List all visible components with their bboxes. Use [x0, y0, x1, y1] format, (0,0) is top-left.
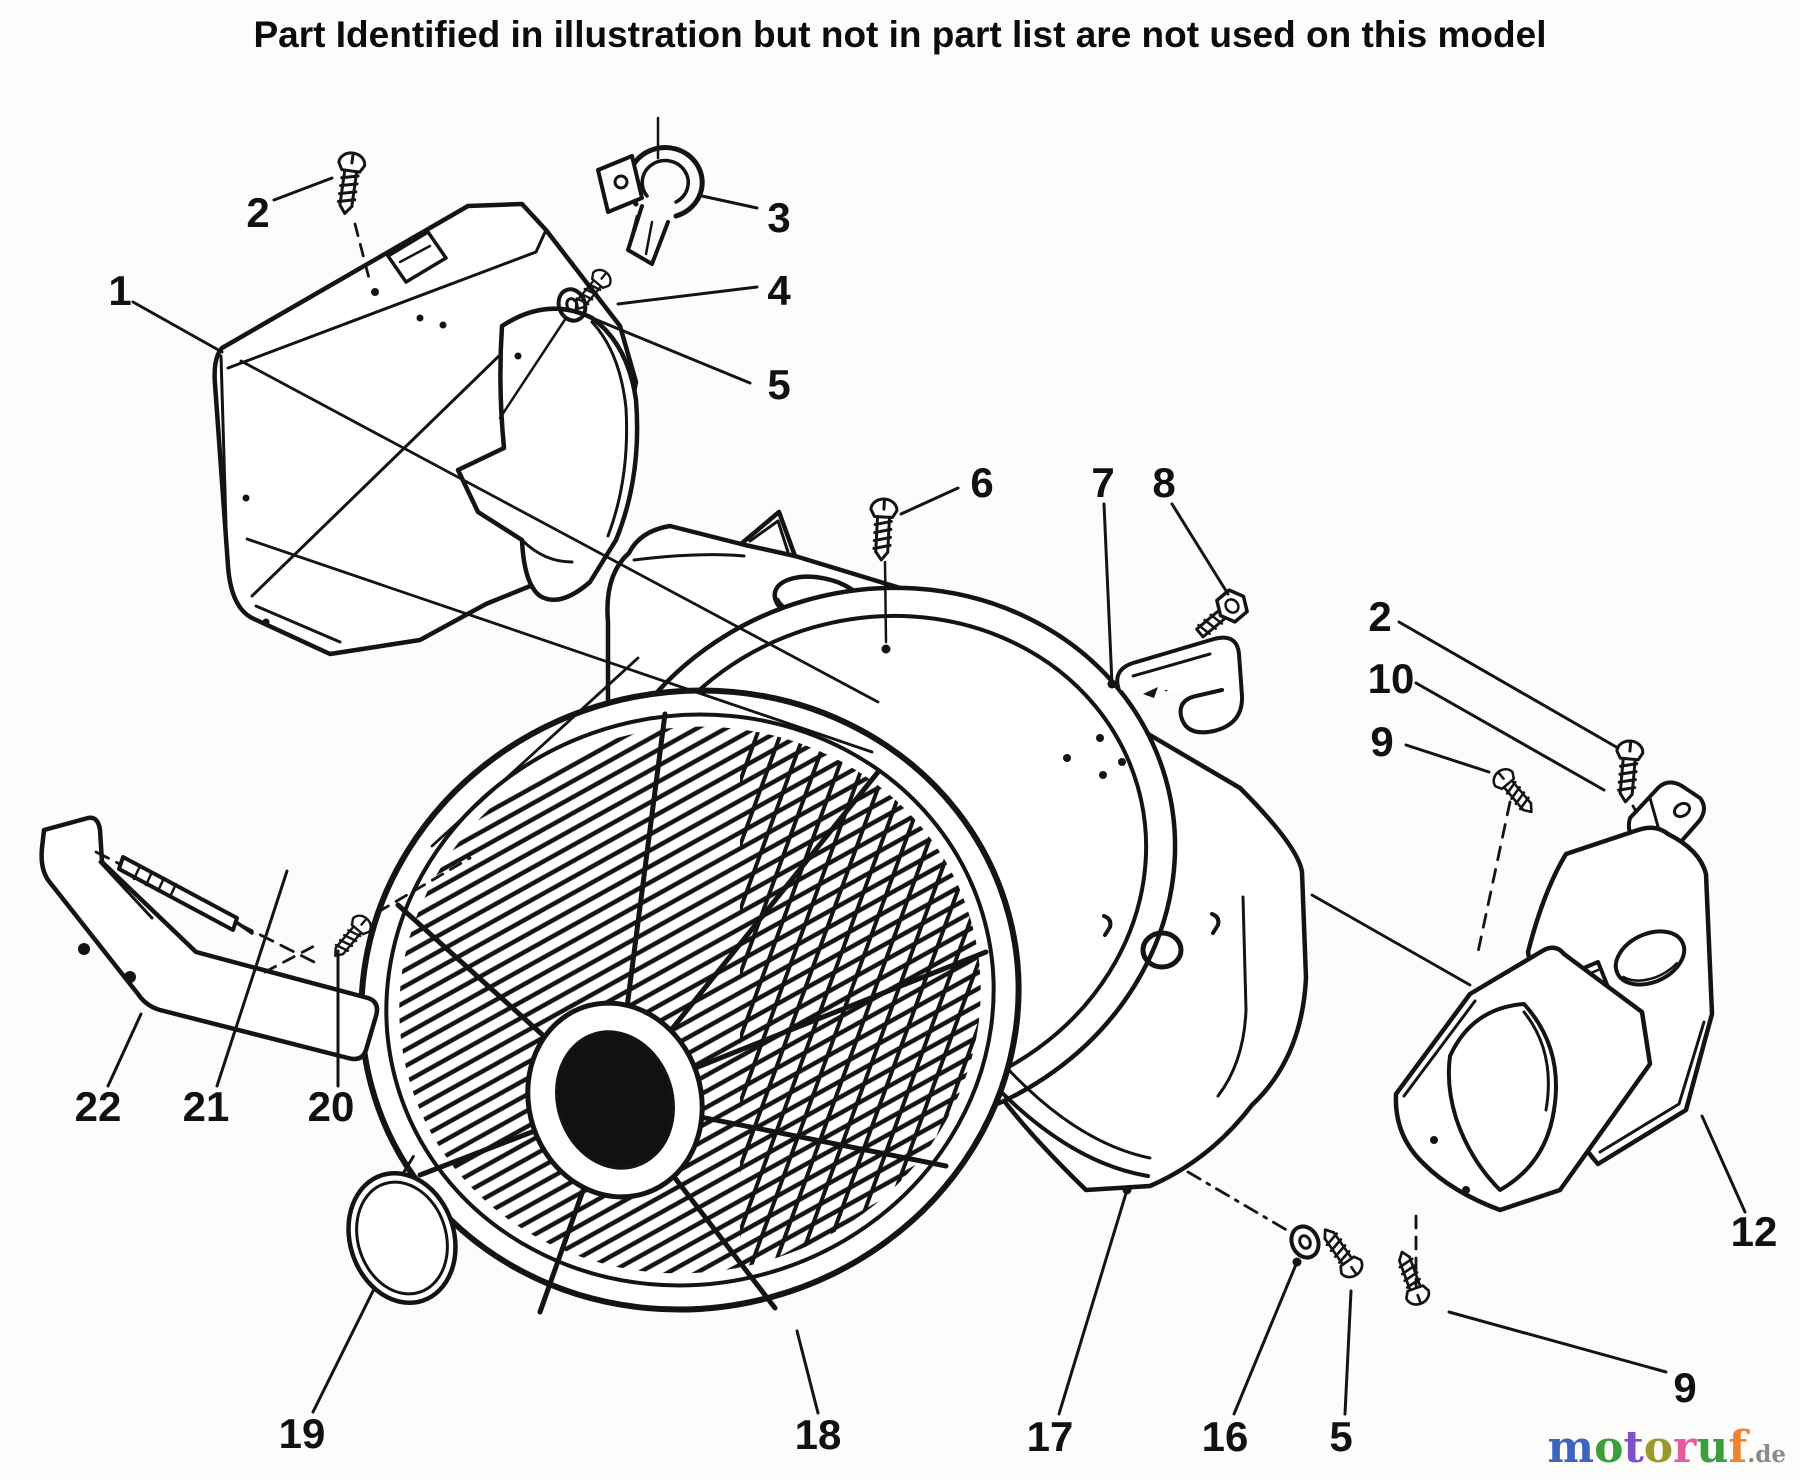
callout-leader-9	[1404, 743, 1491, 774]
part-2-screw-right	[1610, 738, 1646, 817]
callout-leader-5	[1343, 1289, 1353, 1416]
callout-leader-16	[1232, 1260, 1299, 1416]
part-19-ring	[346, 1154, 458, 1306]
part-12-lower-bracket	[1393, 945, 1653, 1288]
logo-letter: t	[1623, 1422, 1644, 1473]
part-callout-19: 19	[279, 1410, 326, 1457]
part-5-washer-top	[498, 287, 588, 420]
part-callout-9: 9	[1370, 718, 1393, 765]
callout-leader-19	[311, 1287, 376, 1414]
housing-rivet-dots	[1063, 734, 1126, 779]
callout-leader-18	[795, 1329, 820, 1415]
part-21-pin	[94, 850, 320, 966]
logo-letter: o	[1594, 1422, 1624, 1473]
part-callout-2: 2	[246, 189, 269, 236]
part-callout-4: 4	[767, 267, 791, 314]
callout-leader-10	[1414, 681, 1606, 792]
part-callout-21: 21	[183, 1083, 230, 1130]
part-7-bracket-strap	[1115, 635, 1245, 735]
logo-letter: o	[1643, 1422, 1674, 1473]
logo-word: motoruf	[1548, 1422, 1748, 1473]
part-callout-7: 7	[1091, 459, 1114, 506]
callout-leader-8	[1170, 502, 1230, 596]
logo-letter: m	[1547, 1422, 1595, 1473]
part-callout-3: 3	[767, 194, 790, 241]
callout-leader-3	[700, 194, 759, 210]
part-callout-17: 17	[1027, 1413, 1074, 1460]
part-22-bracket	[39, 815, 380, 1062]
part-1-rear-curved-panel	[455, 306, 640, 602]
part-9-screw-right	[1476, 763, 1542, 954]
alignment-lines	[239, 359, 1472, 987]
part-callout-22: 22	[75, 1083, 122, 1130]
callout-leader-4	[616, 285, 759, 306]
part-callout-1: 1	[108, 267, 131, 314]
logo-letter: r	[1673, 1422, 1697, 1473]
part-16-washer	[1186, 1170, 1321, 1260]
part-20-screw	[263, 856, 472, 974]
callout-leader-12	[1700, 1114, 1747, 1214]
callout-leader-2	[1397, 620, 1620, 750]
part-6-screw	[866, 496, 900, 654]
watermark-logo: motoruf.de	[1548, 1426, 1786, 1470]
part-callout-5: 5	[767, 361, 790, 408]
part-callout-12: 12	[1731, 1208, 1778, 1255]
part-callout-8: 8	[1152, 459, 1175, 506]
part-5-screw-bottom	[1313, 1221, 1368, 1283]
logo-letter: f	[1728, 1422, 1748, 1473]
callout-leader-dot-16	[1292, 1257, 1302, 1267]
callout-leader-5	[590, 316, 752, 385]
callout-leader-dot-17	[1122, 1185, 1132, 1195]
callout-leader-6	[899, 486, 960, 516]
part-callout-6: 6	[970, 459, 993, 506]
part-2-screw-top	[330, 149, 379, 296]
part-callout-5: 5	[1329, 1413, 1352, 1460]
callout-leader-9	[1447, 1310, 1668, 1374]
callout-leader-22	[106, 1012, 143, 1088]
part-callout-16: 16	[1202, 1413, 1249, 1460]
part-callout-2: 2	[1368, 593, 1391, 640]
callout-leader-1	[131, 300, 224, 354]
part-callout-10: 10	[1368, 655, 1415, 702]
callout-leader-21	[215, 869, 289, 1088]
part-callout-9: 9	[1673, 1364, 1696, 1411]
logo-letter: u	[1696, 1422, 1729, 1473]
part-9-screw-bottom	[1389, 1246, 1434, 1310]
part-18-fan-grille	[358, 687, 1022, 1315]
callout-leader-2	[272, 176, 334, 202]
callout-leader-7	[1102, 502, 1114, 686]
logo-suffix: .de	[1747, 1441, 1786, 1468]
part-callout-18: 18	[795, 1411, 842, 1458]
part-3-clamp	[596, 116, 705, 266]
callout-leader-17	[1057, 1188, 1129, 1416]
callout-leader-dot-7	[1107, 679, 1117, 689]
page-title: Part Identified in illustration but not …	[253, 14, 1547, 55]
grille-hub	[525, 1000, 705, 1200]
part-callout-20: 20	[308, 1083, 355, 1130]
